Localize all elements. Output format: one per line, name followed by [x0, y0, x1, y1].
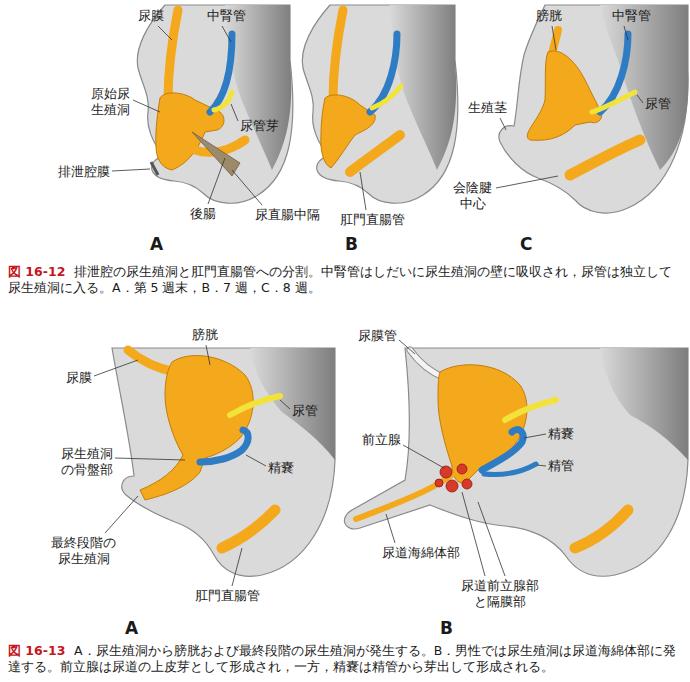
structure-label: 精嚢: [268, 460, 294, 476]
leader-lines: [94, 26, 643, 586]
structure-label: 尿道前立腺部と隔膜部: [460, 578, 541, 611]
structure-label: 尿道海綿体部: [382, 545, 460, 561]
structure-label: 尿管: [645, 96, 671, 112]
bladder: [140, 356, 253, 500]
bladder: [438, 365, 527, 483]
embryo-body: [344, 348, 688, 576]
seminal-vesicle: [200, 430, 248, 462]
figure-caption: 図 16-12排泄腔の尿生殖洞と肛門直腸管への分割。中腎管はしだいに尿生殖洞の壁…: [8, 264, 682, 296]
ureter: [230, 396, 280, 415]
structure-label: 肛門直腸管: [340, 212, 405, 228]
panel-b-male: [344, 348, 688, 576]
anorectal-canal: [570, 140, 640, 175]
panel-b-7th-week: [302, 5, 458, 203]
body-wall-shade: [250, 348, 335, 460]
figure-number: 図 16-13: [8, 643, 65, 658]
panel-letter: B: [440, 618, 453, 639]
ureter: [505, 400, 556, 420]
panel-letter: A: [125, 618, 138, 639]
panel-letter: A: [150, 234, 163, 255]
structure-label: 尿直腸中隔: [255, 207, 320, 223]
cloacal-membrane: [151, 162, 158, 175]
structure-label: 会陰腱中心: [452, 180, 494, 213]
mesonephric-duct: [210, 34, 232, 112]
structure-label: 肛門直腸管: [195, 588, 260, 604]
structure-label: 中腎管: [612, 8, 651, 24]
structure-label: 最終段階の尿生殖洞: [50, 535, 118, 568]
embryo-body: [112, 348, 335, 576]
ureteric-bud: [214, 92, 232, 110]
ureter: [372, 86, 401, 108]
structure-label: 尿管芽: [240, 118, 279, 134]
panel-a-bladder: [112, 348, 335, 576]
bladder: [527, 51, 601, 140]
structure-label: 原始尿生殖洞: [88, 86, 130, 119]
embryo-body: [302, 5, 458, 203]
urorectal-septum: [192, 132, 240, 176]
anorectal-canal: [350, 135, 400, 172]
embryo-body: [137, 5, 293, 203]
figure-caption: 図 16-13A．尿生殖洞から膀胱および最終段階の尿生殖洞が発生する。B．男性で…: [8, 643, 682, 675]
caption-text: A．尿生殖洞から膀胱および最終段階の尿生殖洞が発生する。B．男性では尿生殖洞は尿…: [8, 643, 676, 674]
panel-letter: B: [345, 234, 358, 255]
prostate: [435, 464, 472, 492]
caption-text: 排泄腔の尿生殖洞と肛門直腸管への分割。中腎管はしだいに尿生殖洞の壁に吸収され，尿…: [8, 264, 672, 295]
structure-label: 生殖茎: [468, 100, 507, 116]
panel-letter: C: [520, 234, 532, 255]
seminal-vesicle: [482, 430, 523, 470]
structure-label: 尿膜: [138, 8, 164, 24]
structure-label: 後腸: [190, 206, 216, 222]
structure-label: 中腎管: [207, 8, 246, 24]
panel-a-5th-week: [137, 5, 293, 203]
structure-label: 排泄腔膜: [58, 164, 110, 180]
structure-label: 尿生殖洞の骨盤部: [58, 446, 113, 479]
ureter: [592, 92, 635, 112]
allantois: [168, 10, 178, 100]
structure-label: 精嚢: [548, 426, 574, 442]
structure-label: 尿膜管: [358, 328, 397, 344]
anorectal-canal: [575, 510, 628, 548]
body-wall-shade: [600, 348, 688, 460]
structure-label: 尿膜: [66, 370, 92, 386]
structure-label: 膀胱: [536, 8, 562, 24]
ductus-deferens: [484, 464, 536, 475]
anorectal-canal: [222, 510, 275, 548]
body-wall-shade: [600, 5, 688, 170]
allantois: [333, 10, 343, 100]
structure-label: 精管: [548, 458, 574, 474]
structure-label: 前立腺: [362, 432, 401, 448]
figure-number: 図 16-12: [8, 264, 65, 279]
structure-label: 尿管: [292, 403, 318, 419]
structure-label: 膀胱: [192, 327, 218, 343]
